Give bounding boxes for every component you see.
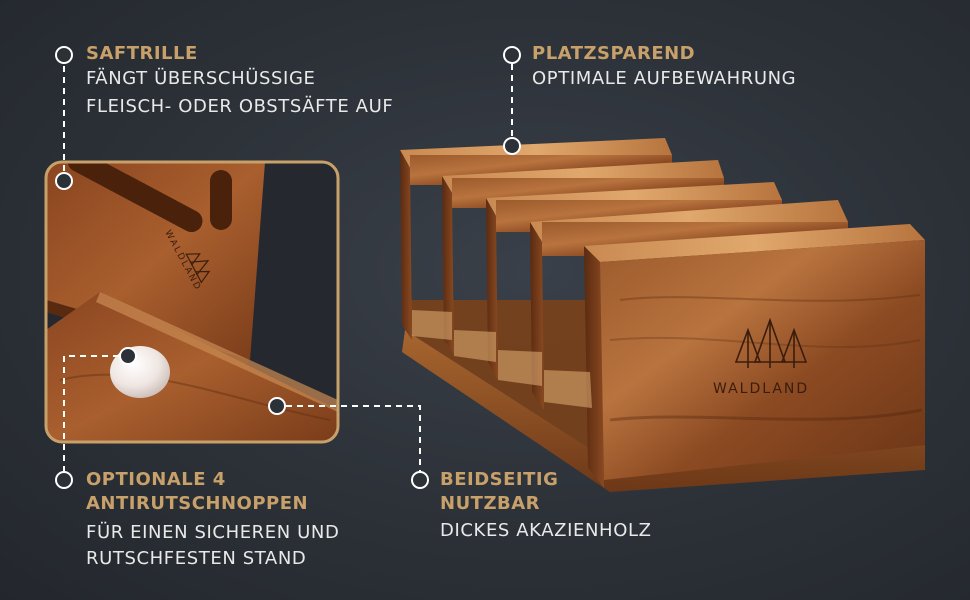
beidseitig-title1: BEIDSEITIG bbox=[440, 469, 559, 490]
connectors bbox=[63, 64, 513, 474]
platzsparend-title: PLATZSPAREND bbox=[532, 43, 696, 64]
marker-dots bbox=[55, 46, 521, 489]
dot-saftrille bbox=[55, 172, 73, 190]
anti-slip-pad bbox=[110, 346, 170, 398]
dot-platzsparend-top bbox=[503, 46, 521, 64]
antirutsch-line2: RUTSCHFESTEN STAND bbox=[86, 548, 307, 569]
dot-platzsparend bbox=[503, 137, 521, 155]
zoom-inset: WALDLAND bbox=[44, 160, 340, 444]
antirutsch-title2: ANTIRUTSCHNOPPEN bbox=[86, 493, 309, 514]
juice-groove bbox=[67, 162, 203, 233]
beidseitig-line1: DICKES AKAZIENHOLZ bbox=[440, 520, 652, 541]
waldland-logo bbox=[734, 317, 808, 368]
antirutsch-line1: FÜR EINEN SICHEREN UND bbox=[86, 522, 340, 543]
dot-beidseitig-bottom bbox=[411, 471, 429, 489]
dot-saftrille-top bbox=[55, 46, 73, 64]
board-front: WALDLAND bbox=[584, 224, 925, 488]
saftrille-line1: FÄNGT ÜBERSCHÜSSIGE bbox=[86, 68, 316, 89]
saftrille-title: SAFTRILLE bbox=[86, 43, 198, 64]
dot-antirutsch-pad bbox=[119, 347, 137, 365]
platzsparend-line1: OPTIMALE AUFBEWAHRUNG bbox=[532, 68, 797, 89]
brand-text: WALDLAND bbox=[713, 381, 809, 397]
saftrille-line2: FLEISCH- ODER OBSTSÄFTE AUF bbox=[86, 96, 394, 117]
antirutsch-title1: OPTIONALE 4 bbox=[86, 469, 226, 490]
beidseitig-title2: NUTZBAR bbox=[440, 493, 541, 514]
dot-beidseitig-board bbox=[268, 397, 286, 415]
dot-antirutsch-bottom bbox=[55, 471, 73, 489]
board-stand: WALDLAND bbox=[400, 138, 925, 492]
zoom-frame bbox=[44, 160, 340, 444]
